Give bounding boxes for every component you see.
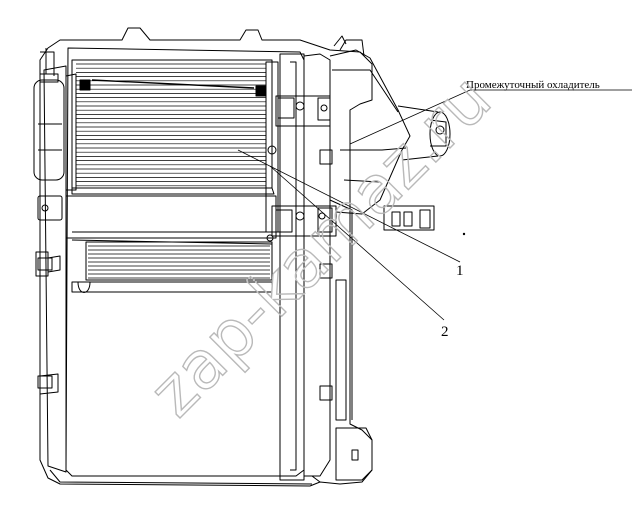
condenser-left-header (65, 73, 77, 191)
middle-cross-band (65, 195, 277, 239)
leader-1 (237, 149, 461, 263)
upper-bracket (275, 95, 331, 127)
assembly-drawing (33, 27, 451, 487)
left-side-tank (43, 65, 67, 473)
intercooler-label: Промежуточный охладитель (466, 79, 600, 91)
leader-intercooler (349, 89, 632, 145)
receiver-drier (33, 48, 65, 221)
radiator-bottom-lip (49, 469, 321, 485)
leader-2 (269, 165, 445, 321)
callout-2-label: 2 (441, 324, 449, 340)
intercooler-clamp (383, 205, 435, 231)
edge-clips (37, 149, 333, 401)
radiator-face (65, 47, 305, 477)
leader-lines (237, 89, 632, 321)
intercooler-outlet-pipe (397, 105, 451, 161)
radiator-lower-core (85, 241, 273, 281)
intercooler-tank (329, 35, 411, 215)
callout-1-label: 1 (456, 263, 464, 279)
frame-foot (335, 427, 373, 481)
shroud-side (303, 53, 331, 477)
condenser-fins (76, 63, 266, 187)
lower-fins (88, 245, 270, 279)
right-frame-rail (279, 53, 305, 481)
